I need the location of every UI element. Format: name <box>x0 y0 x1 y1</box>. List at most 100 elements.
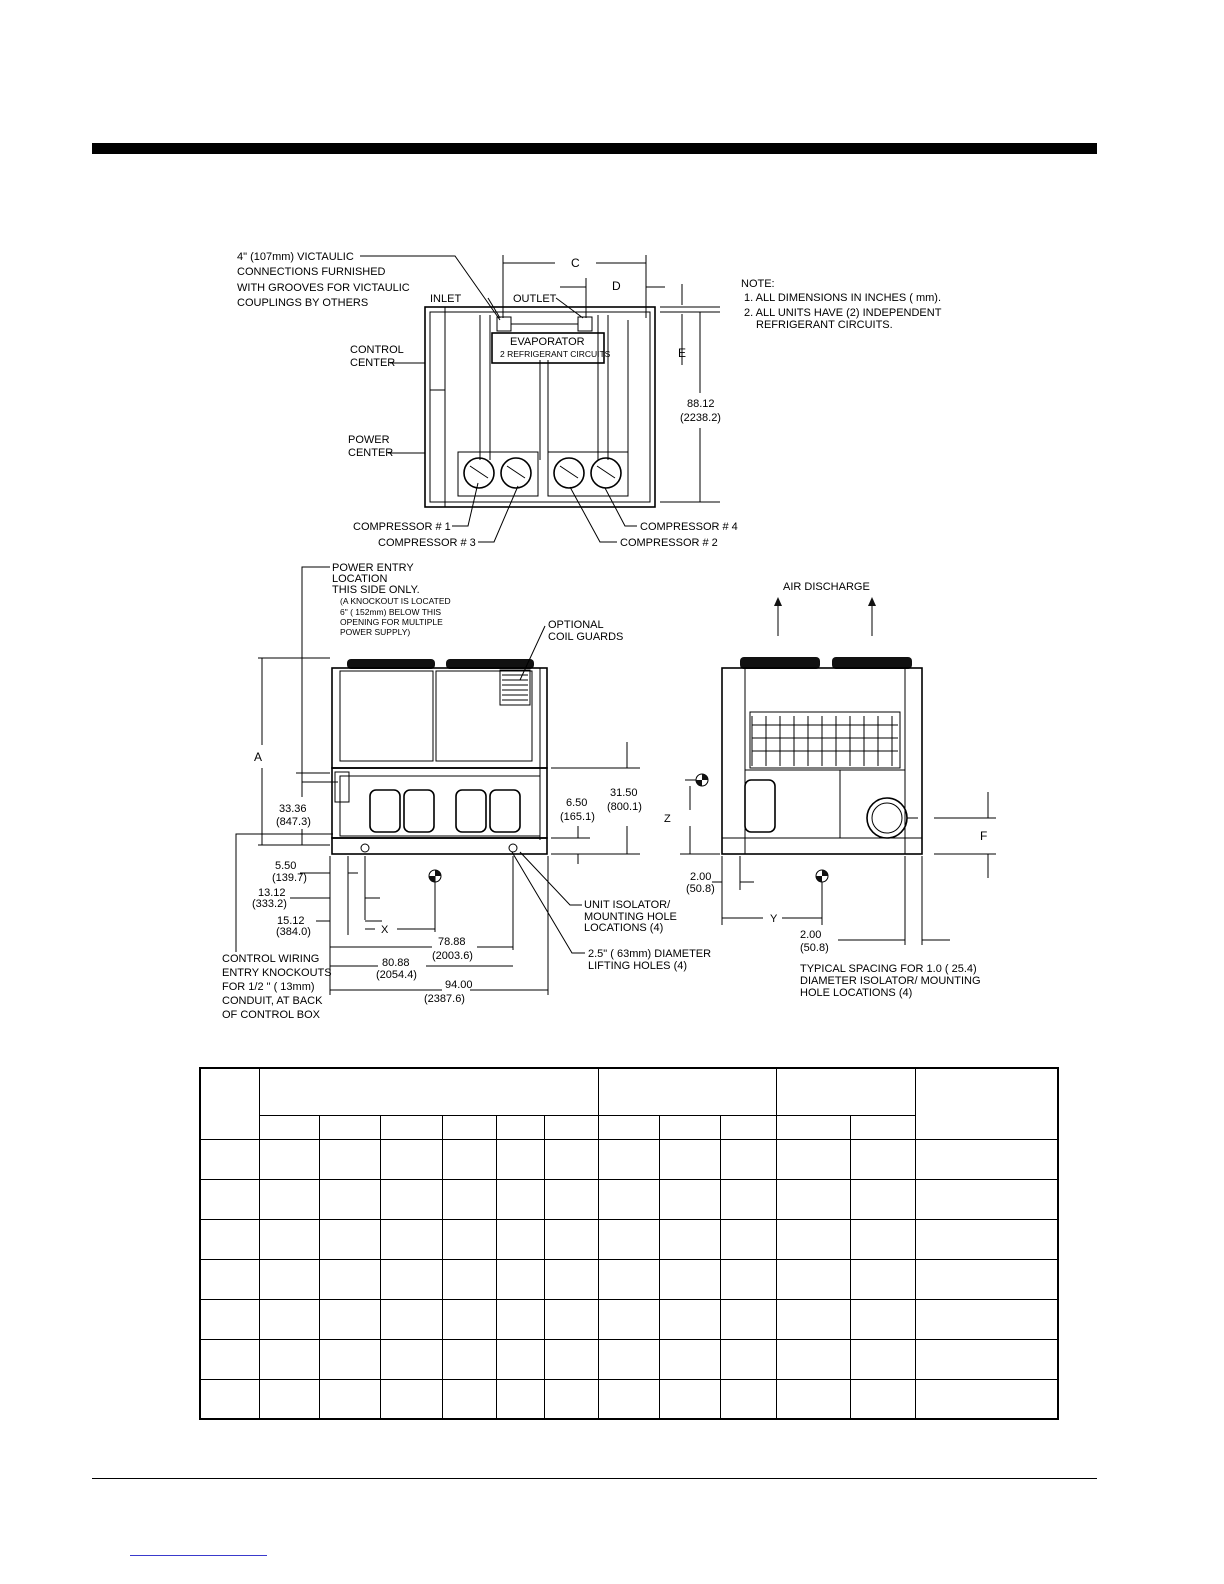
dim-78-88-mm: (2003.6) <box>432 950 473 962</box>
lifting-line-2: LIFTING HOLES (4) <box>588 960 687 972</box>
knockout-line-2: 6" ( 152mm) BELOW THIS <box>340 607 441 617</box>
dim-x-label: X <box>381 924 389 936</box>
table-header-cell <box>543 1114 599 1140</box>
isolator-line-3: LOCATIONS (4) <box>584 922 663 934</box>
control-center-line-2: CENTER <box>350 357 395 369</box>
typical-spacing-line-2: DIAMETER ISOLATOR/ MOUNTING <box>800 975 981 987</box>
typical-spacing-line-3: HOLE LOCATIONS (4) <box>800 987 912 999</box>
note-line-2: 2. ALL UNITS HAVE (2) INDEPENDENT <box>744 307 942 319</box>
dim-6-50-mm: (165.1) <box>560 811 595 823</box>
table-header-cell <box>258 1114 320 1140</box>
dim-2-00-b-mm: (50.8) <box>800 942 829 954</box>
side-view <box>331 659 548 855</box>
table-header-cell <box>441 1114 497 1140</box>
compressor-4-label: COMPRESSOR # 4 <box>640 521 738 533</box>
table-row <box>199 1378 1059 1420</box>
table-header-group <box>775 1067 916 1116</box>
dim-31-50-mm: (800.1) <box>607 801 642 813</box>
power-entry-line-3: THIS SIDE ONLY. <box>332 584 420 596</box>
dim-2-00-b: 2.00 <box>800 929 821 941</box>
dim-13-12: 13.12 <box>258 887 286 899</box>
dim-y-label: Y <box>770 913 778 925</box>
end-view <box>721 657 923 855</box>
dim-13-12-mm: (333.2) <box>252 898 287 910</box>
dim-15-12-mm: (384.0) <box>276 926 311 938</box>
dim-94-00-mm: (2387.6) <box>424 993 465 1005</box>
table-row <box>199 1258 1059 1300</box>
power-entry-line-2: LOCATION <box>332 573 387 585</box>
dim-5-50-mm: (139.7) <box>272 872 307 884</box>
dim-80-88-mm: (2054.4) <box>376 969 417 981</box>
compressor-3-label: COMPRESSOR # 3 <box>378 537 476 549</box>
height-top-mm: (2238.2) <box>680 412 721 424</box>
dim-33-36-mm: (847.3) <box>276 816 311 828</box>
table-row <box>199 1178 1059 1220</box>
control-wiring-line-4: CONDUIT, AT BACK <box>222 995 323 1007</box>
compressor-2-label: COMPRESSOR # 2 <box>620 537 718 549</box>
power-center-line-1: POWER <box>348 434 390 446</box>
control-wiring-line-5: OF CONTROL BOX <box>222 1009 321 1021</box>
outlet-label: OUTLET <box>513 293 557 305</box>
knockout-line-3: OPENING FOR MULTIPLE <box>340 617 443 627</box>
table-header-cell <box>775 1114 851 1140</box>
footer-link-underline[interactable] <box>130 1555 267 1556</box>
footer-rule <box>92 1478 1097 1479</box>
top-view <box>424 306 656 508</box>
dim-d-label: D <box>612 279 621 293</box>
note-title: NOTE: <box>741 278 775 290</box>
power-entry-line-1: POWER ENTRY <box>332 562 414 574</box>
refrigerant-circuits-label: 2 REFRIGERANT CIRCUITS <box>500 349 611 359</box>
dim-94-00: 94.00 <box>445 979 473 991</box>
dim-78-88: 78.88 <box>438 936 466 948</box>
dim-31-50: 31.50 <box>610 787 638 799</box>
table-header-cell <box>379 1114 443 1140</box>
dim-6-50: 6.50 <box>566 797 587 809</box>
note-line-1: 1. ALL DIMENSIONS IN INCHES ( mm). <box>744 292 941 304</box>
dim-2-00-a: 2.00 <box>690 871 711 883</box>
table-header-cell <box>199 1067 260 1140</box>
typical-spacing-line-1: TYPICAL SPACING FOR 1.0 ( 25.4) <box>800 963 977 975</box>
dimension-drawing: C D E 88.12 (2238.2) 4" (107mm) VICTAULI… <box>222 251 996 1021</box>
control-wiring-line-2: ENTRY KNOCKOUTS <box>222 967 332 979</box>
table-row <box>199 1298 1059 1340</box>
dim-a-label: A <box>254 750 262 764</box>
table-header-cell <box>495 1114 545 1140</box>
coil-guards-line-2: COIL GUARDS <box>548 631 623 643</box>
control-center-line-1: CONTROL <box>350 344 404 356</box>
control-wiring-line-3: FOR 1/2 " ( 13mm) <box>222 981 315 993</box>
table-header-cell <box>914 1067 1059 1140</box>
dim-33-36: 33.36 <box>279 803 307 815</box>
victaulic-line-2: CONNECTIONS FURNISHED <box>237 266 386 278</box>
table-header-cell <box>849 1114 916 1140</box>
dim-80-88: 80.88 <box>382 957 410 969</box>
header-rule <box>92 143 1097 154</box>
table-header-group <box>597 1067 777 1116</box>
compressor-1-label: COMPRESSOR # 1 <box>353 521 451 533</box>
table-header-cell <box>719 1114 777 1140</box>
table-header-cell <box>658 1114 721 1140</box>
dim-z-label: Z <box>664 813 671 825</box>
dim-2-00-a-mm: (50.8) <box>686 883 715 895</box>
power-center-line-2: CENTER <box>348 447 393 459</box>
victaulic-line-3: WITH GROOVES FOR VICTAULIC <box>237 282 410 294</box>
table-row <box>199 1338 1059 1380</box>
dim-5-50: 5.50 <box>275 860 296 872</box>
dim-15-12: 15.12 <box>277 915 305 927</box>
coil-guards-line-1: OPTIONAL <box>548 619 604 631</box>
dim-c-label: C <box>571 256 580 270</box>
lifting-line-1: 2.5" ( 63mm) DIAMETER <box>588 948 711 960</box>
table-header-row-1 <box>199 1067 1059 1140</box>
inlet-label: INLET <box>430 293 461 305</box>
table-header-cell <box>318 1114 381 1140</box>
note-line-3: REFRIGERANT CIRCUITS. <box>756 319 893 331</box>
control-wiring-line-1: CONTROL WIRING <box>222 953 319 965</box>
dim-e-label: E <box>678 346 686 360</box>
dimensions-table <box>199 1067 1060 1420</box>
knockout-line-1: (A KNOCKOUT IS LOCATED <box>340 596 451 606</box>
evaporator-label: EVAPORATOR <box>510 336 585 348</box>
isolator-line-2: MOUNTING HOLE <box>584 911 677 923</box>
knockout-line-4: POWER SUPPLY) <box>340 627 410 637</box>
isolator-line-1: UNIT ISOLATOR/ <box>584 899 671 911</box>
victaulic-line-1: 4" (107mm) VICTAULIC <box>237 251 354 263</box>
table-header-cell <box>597 1114 660 1140</box>
